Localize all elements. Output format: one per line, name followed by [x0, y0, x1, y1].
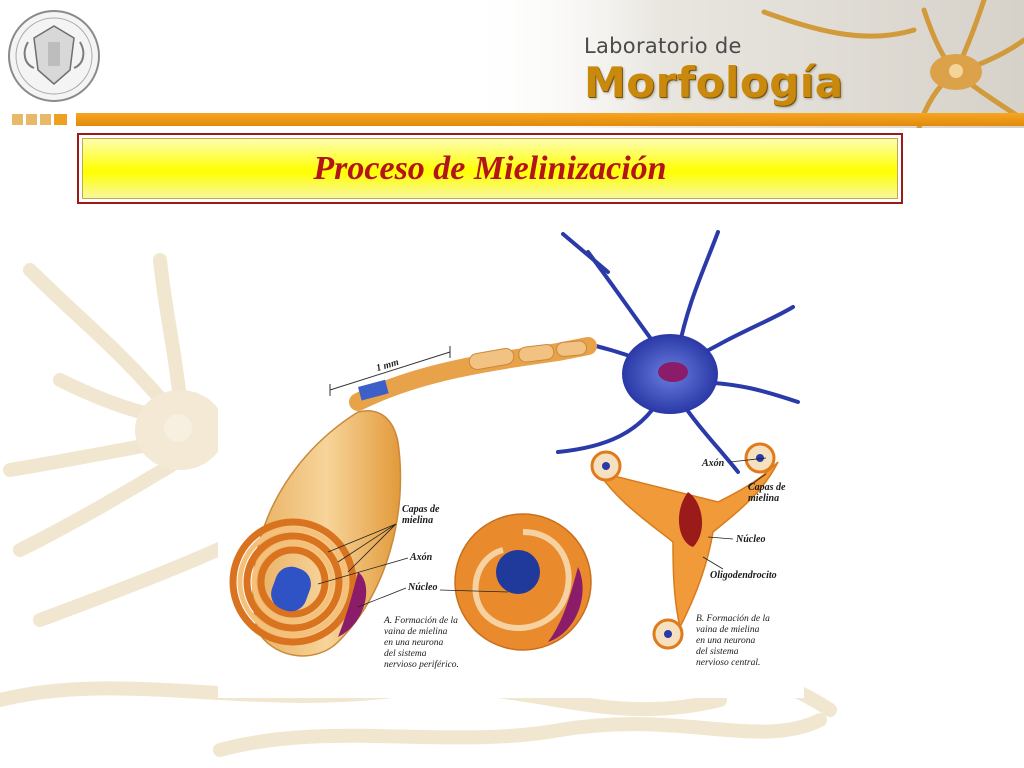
label-capas-b: Capas de mielina — [748, 482, 786, 504]
slide-title: Proceso de Mielinización — [313, 149, 667, 187]
header-orange-bar — [76, 113, 1024, 126]
label-axon-b: Axón — [702, 458, 725, 469]
university-crest-icon — [8, 10, 100, 102]
label-capas-a: Capas de mielina — [402, 504, 440, 526]
header-decorative-blocks — [12, 114, 67, 125]
label-nucleo-b: Núcleo — [736, 534, 766, 545]
slide-header: Laboratorio de Morfología — [0, 0, 1024, 130]
lab-title-line1: Laboratorio de — [584, 34, 742, 58]
slide-title-box: Proceso de Mielinización — [77, 133, 903, 204]
caption-a: A. Formación de la vaina de mielina en u… — [384, 616, 459, 670]
header-neuron-art — [464, 0, 1024, 128]
myelination-figure: 1 mm Capas de mielina Axón Núcleo A. For… — [218, 212, 804, 698]
label-oligodendrocito: Oligodendrocito — [710, 570, 777, 581]
label-nucleo-a: Núcleo — [408, 582, 438, 593]
label-axon-a: Axón — [410, 552, 433, 563]
lab-title-line2: Morfología — [584, 58, 844, 107]
caption-b: B. Formación de la vaina de mielina en u… — [696, 614, 770, 668]
myelination-illustration — [229, 230, 800, 657]
